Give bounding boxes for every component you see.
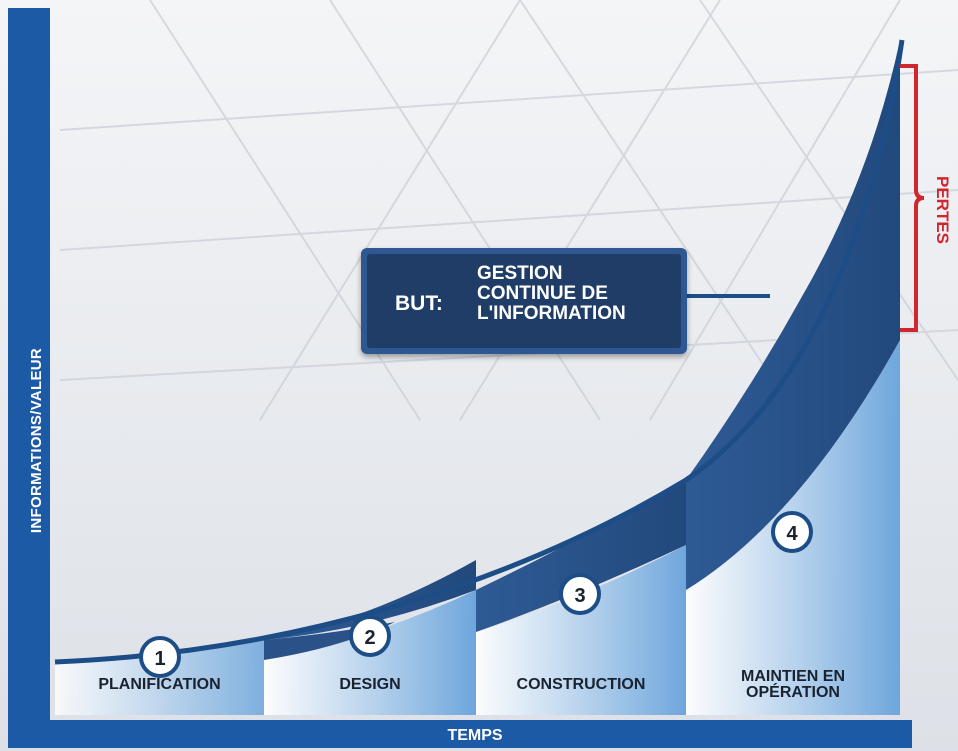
goal-box: BUT: GESTION CONTINUE DE L'INFORMATION: [361, 248, 687, 354]
info-band-2: [264, 560, 476, 640]
phase-number-1: 1: [154, 648, 165, 670]
phase-label-maintenance-line-2: OPÉRATION: [746, 684, 840, 701]
losses-label: PERTES: [912, 150, 958, 270]
info-band-3: [476, 480, 686, 632]
goal-text-line-3: L'INFORMATION: [477, 303, 626, 324]
goal-label: BUT:: [395, 292, 443, 315]
losses-bracket: [900, 64, 925, 332]
y-axis-label: INFORMATIONS/VALEUR: [12, 180, 62, 700]
goal-box-inner: BUT: GESTION CONTINUE DE L'INFORMATION: [367, 254, 681, 348]
continuous-info-curve: [54, 39, 905, 665]
phase-number-4: 4: [786, 523, 798, 545]
y-axis-label-text: INFORMATIONS/VALEUR: [28, 347, 46, 533]
phase-panel-3: [476, 545, 686, 715]
phase-marker-4: 4: [771, 511, 813, 553]
info-band-4: [686, 40, 900, 590]
x-axis-bar: [8, 720, 912, 748]
phase-label-design: DESIGN: [339, 676, 401, 693]
phase-label-maintenance-line-1: MAINTIEN EN: [741, 668, 845, 685]
phase-marker-2: 2: [349, 615, 391, 657]
goal-text: GESTION CONTINUE DE L'INFORMATION: [477, 264, 626, 324]
y-axis-bar: [8, 8, 50, 748]
phase-marker-3: 3: [559, 573, 601, 615]
x-axis-label: TEMPS: [447, 727, 503, 744]
goal-text-line-1: GESTION: [477, 263, 563, 284]
phase-number-2: 2: [364, 627, 375, 649]
losses-label-text: PERTES: [933, 175, 952, 245]
goal-text-line-2: CONTINUE DE: [477, 283, 608, 304]
phase-label-maintenance: MAINTIEN EN OPÉRATION: [686, 660, 900, 710]
phase-number-3: 3: [574, 585, 585, 607]
phase-label-construction: CONSTRUCTION: [516, 676, 646, 693]
phase-marker-1: 1: [139, 636, 181, 678]
phase-label-planification: PLANIFICATION: [98, 676, 221, 693]
